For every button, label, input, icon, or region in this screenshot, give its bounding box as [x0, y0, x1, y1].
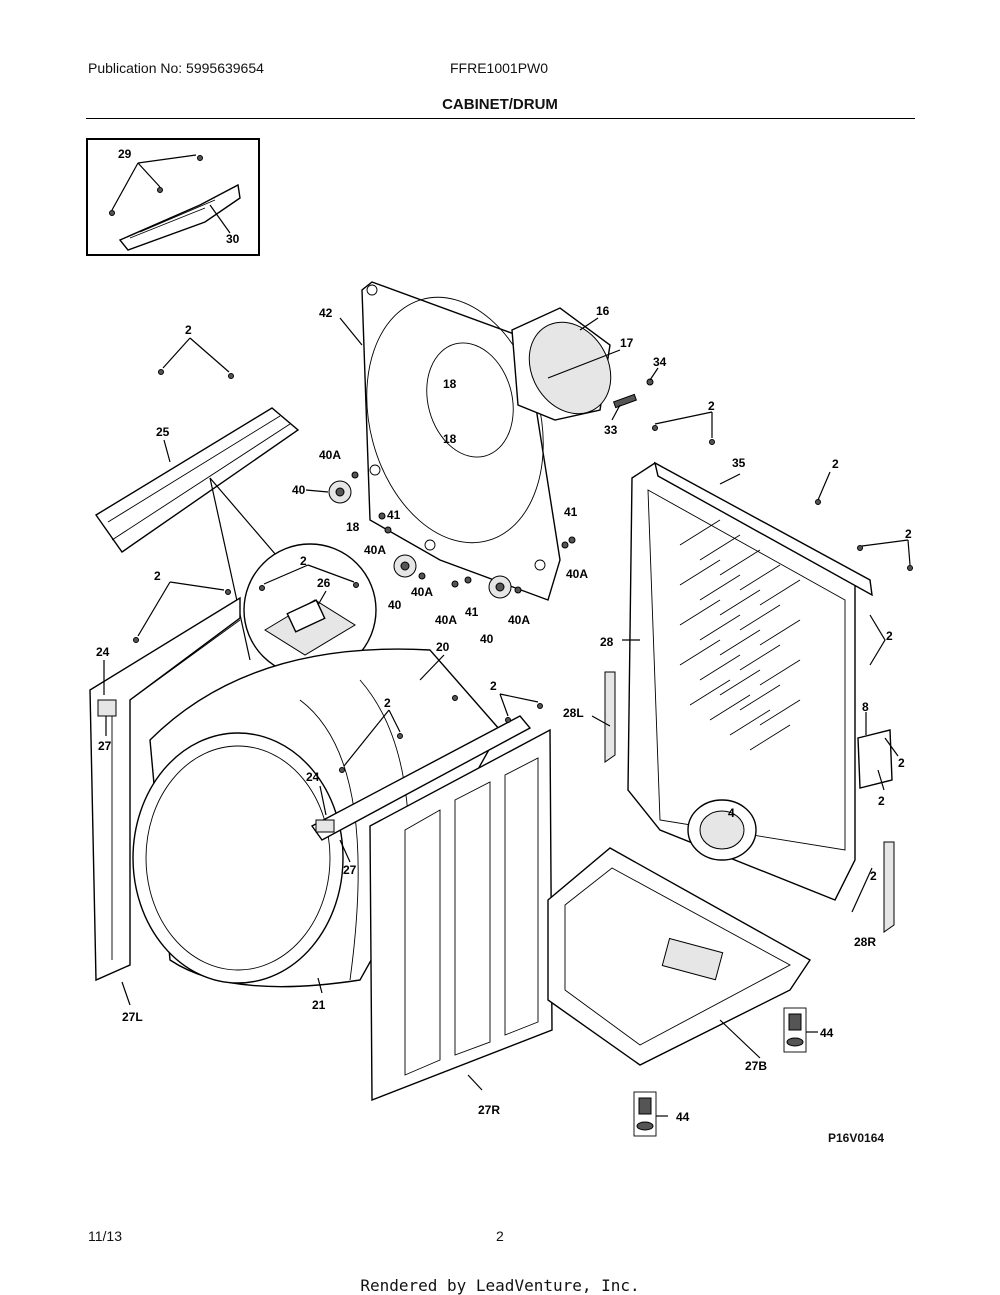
callout-44-right: 44 [820, 1026, 834, 1040]
callout-2-rear-corner: 2 [905, 527, 912, 541]
side-panel-27L [89, 581, 241, 1006]
drum-rollers-40 [305, 471, 576, 599]
base-27B [547, 847, 812, 1066]
callout-34: 34 [653, 355, 667, 369]
callout-40-3: 40 [480, 632, 494, 646]
seal-28R [851, 841, 895, 933]
inset-duct-30 [109, 154, 241, 251]
callout-2-left-panel: 2 [154, 569, 161, 583]
callout-30: 30 [226, 232, 240, 246]
callout-27-front: 27 [343, 863, 357, 877]
front-bracket-27 [310, 715, 532, 863]
leveling-leg-44b [633, 1091, 668, 1137]
inset-box [86, 138, 260, 256]
callout-20: 20 [436, 640, 450, 654]
callout-18c: 18 [346, 520, 360, 534]
callout-40-2: 40 [388, 598, 402, 612]
callout-27B: 27B [745, 1059, 767, 1073]
callout-28: 28 [600, 635, 614, 649]
callout-16: 16 [596, 304, 610, 318]
callout-29: 29 [118, 147, 132, 161]
callout-27L: 27L [122, 1010, 143, 1024]
callout-42: 42 [319, 306, 333, 320]
callout-40A-3: 40A [411, 585, 433, 599]
figure-id: P16V0164 [828, 1131, 885, 1145]
callout-41-1: 41 [387, 508, 401, 522]
model-number: FFRE1001PW0 [450, 60, 549, 76]
callout-40A-1: 40A [319, 448, 341, 462]
callout-41-2: 41 [465, 605, 479, 619]
callout-40-1: 40 [292, 483, 306, 497]
side-panel-27R [369, 693, 553, 1102]
callout-2-right-panel: 2 [490, 679, 497, 693]
callout-2-rear-right: 2 [832, 457, 839, 471]
callout-24-front: 24 [306, 770, 320, 784]
callout-17: 17 [620, 336, 634, 350]
callout-18a: 18 [443, 377, 457, 391]
callout-40A-2: 40A [364, 543, 386, 557]
callout-28R: 28R [854, 935, 876, 949]
bracket-8 [857, 712, 899, 791]
callout-40A-4: 40A [435, 613, 457, 627]
callout-18b: 18 [443, 432, 457, 446]
thermostat-33 [611, 367, 659, 421]
callout-8: 8 [862, 700, 869, 714]
drum-21 [132, 648, 501, 994]
callout-26: 26 [317, 576, 331, 590]
callout-2-seal: 2 [870, 869, 877, 883]
callout-33: 33 [604, 423, 618, 437]
callout-21: 21 [312, 998, 326, 1012]
callout-labels: 29 30 42 16 17 34 33 18 18 18 2 25 40A 4… [96, 147, 912, 1124]
callout-41-3: 41 [564, 505, 578, 519]
callout-24-left: 24 [96, 645, 110, 659]
footer-date: 11/13 [88, 1228, 122, 1244]
leveling-leg-44a [783, 1007, 818, 1053]
duct-grille-16 [511, 307, 621, 421]
callout-27R: 27R [478, 1103, 500, 1117]
rear-panel-28 [622, 411, 913, 901]
callout-28L: 28L [563, 706, 584, 720]
callout-2-board: 2 [300, 554, 307, 568]
callout-35: 35 [732, 456, 746, 470]
callout-40A-5: 40A [508, 613, 530, 627]
seal-28L [591, 671, 616, 763]
callout-2-bracket-8-low: 2 [878, 794, 885, 808]
rendered-by-text: Rendered by LeadVenture, Inc. [360, 1276, 640, 1295]
callout-2-top-bracket: 2 [185, 323, 192, 337]
callout-2-drum: 2 [384, 696, 391, 710]
section-title: CABINET/DRUM [442, 96, 558, 113]
callout-44-bottom: 44 [676, 1110, 690, 1124]
callout-2-bracket-8: 2 [898, 756, 905, 770]
publication-number: Publication No: 5995639654 [88, 60, 264, 76]
callout-4: 4 [728, 806, 735, 820]
top-bracket-25 [94, 337, 300, 661]
callout-27-left: 27 [98, 739, 112, 753]
callout-40A-6: 40A [566, 567, 588, 581]
callout-2-rear-side: 2 [886, 629, 893, 643]
callout-25: 25 [156, 425, 170, 439]
footer-page-number: 2 [496, 1228, 504, 1244]
callout-2-rear-top: 2 [708, 399, 715, 413]
header-rule [86, 118, 915, 119]
